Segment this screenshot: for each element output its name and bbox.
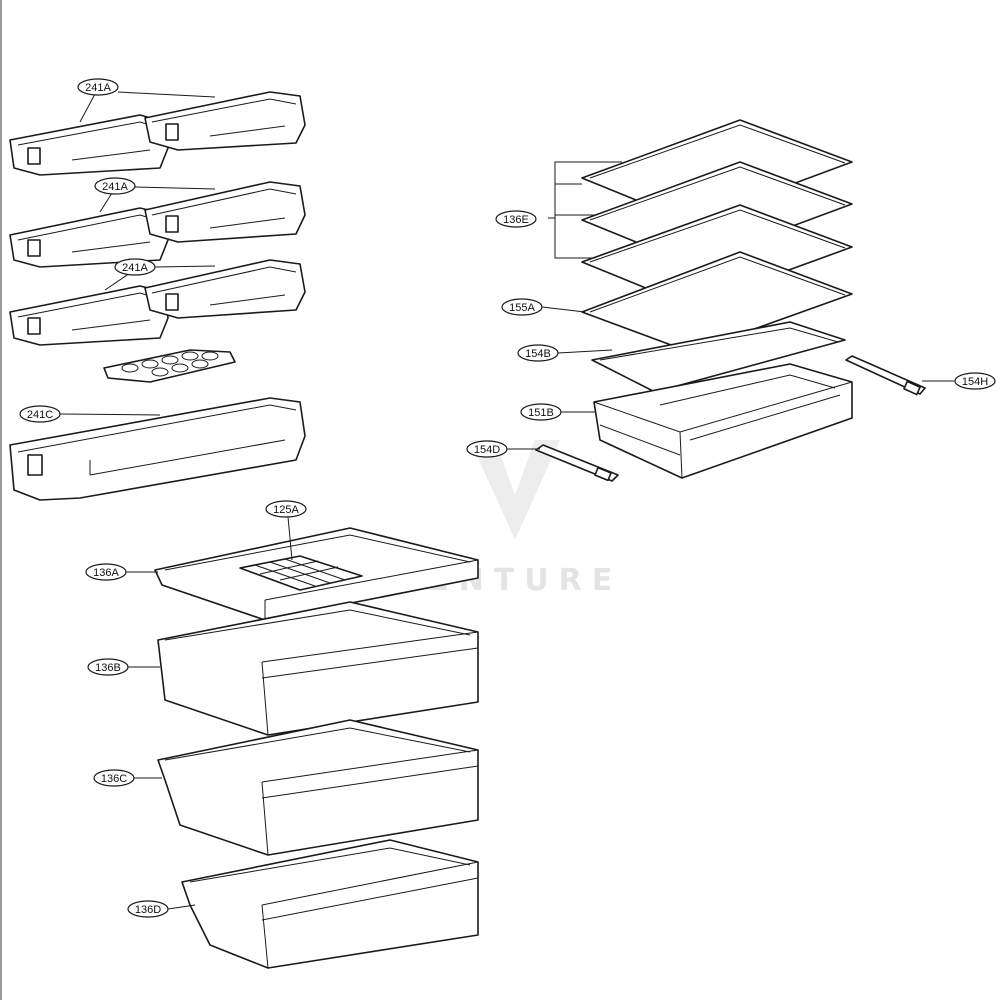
door-bin-241a-row3-right xyxy=(144,259,306,319)
freezer-drawer-136d xyxy=(181,839,479,969)
crisper-drawer-151b xyxy=(593,363,853,479)
callout-label: 125A xyxy=(273,504,299,516)
callout-241a-2: 241A xyxy=(94,177,216,213)
drawer-rail-154h xyxy=(845,355,926,396)
freezer-drawer-136c xyxy=(157,719,479,856)
callout-136a: 136A xyxy=(85,563,158,581)
door-bin-241a-row1-right xyxy=(144,91,306,151)
callout-label: 155A xyxy=(509,302,535,314)
door-bin-241a-row2-right xyxy=(144,181,306,243)
callout-label: 154H xyxy=(962,376,988,388)
callout-154d: 154D xyxy=(466,440,540,458)
callout-label: 154D xyxy=(474,444,500,456)
door-bin-241a-row2-left xyxy=(9,207,169,268)
door-bin-241a-row1-left xyxy=(9,114,169,176)
callout-label: 136B xyxy=(95,662,121,674)
callout-label: 136A xyxy=(93,567,119,579)
callout-155a: 155A xyxy=(501,298,586,316)
callout-label: 241C xyxy=(27,409,53,421)
callout-label: 151B xyxy=(528,407,554,419)
callout-136d: 136D xyxy=(127,900,196,918)
drawer-rail-154d xyxy=(535,444,619,482)
callout-label: 136D xyxy=(135,904,161,916)
callout-154b: 154B xyxy=(517,344,613,362)
freezer-drawer-136b xyxy=(157,601,479,736)
drawer-cover-154b xyxy=(591,321,846,393)
callout-136e: 136E xyxy=(495,161,622,259)
callout-label: 241A xyxy=(122,262,148,274)
callout-136b: 136B xyxy=(87,658,160,676)
callout-label: 136E xyxy=(503,214,529,226)
door-bin-241c xyxy=(9,397,306,501)
callout-151b: 151B xyxy=(520,403,596,421)
callout-label: 241A xyxy=(102,181,128,193)
callout-136c: 136C xyxy=(93,769,162,787)
callout-241a-3: 241A xyxy=(104,258,216,291)
ice-tray-125a xyxy=(239,555,363,591)
glass-shelf-4 xyxy=(581,251,853,353)
callout-label: 241A xyxy=(85,82,111,94)
egg-tray xyxy=(103,349,236,383)
callout-154h: 154H xyxy=(922,372,996,390)
callout-241a-1: 241A xyxy=(77,78,216,123)
door-bin-241a-row3-left xyxy=(9,285,169,346)
callout-label: 154B xyxy=(525,348,551,360)
callout-label: 136C xyxy=(101,773,127,785)
callout-125a: 125A xyxy=(265,500,307,561)
callout-241c: 241C xyxy=(19,405,161,423)
